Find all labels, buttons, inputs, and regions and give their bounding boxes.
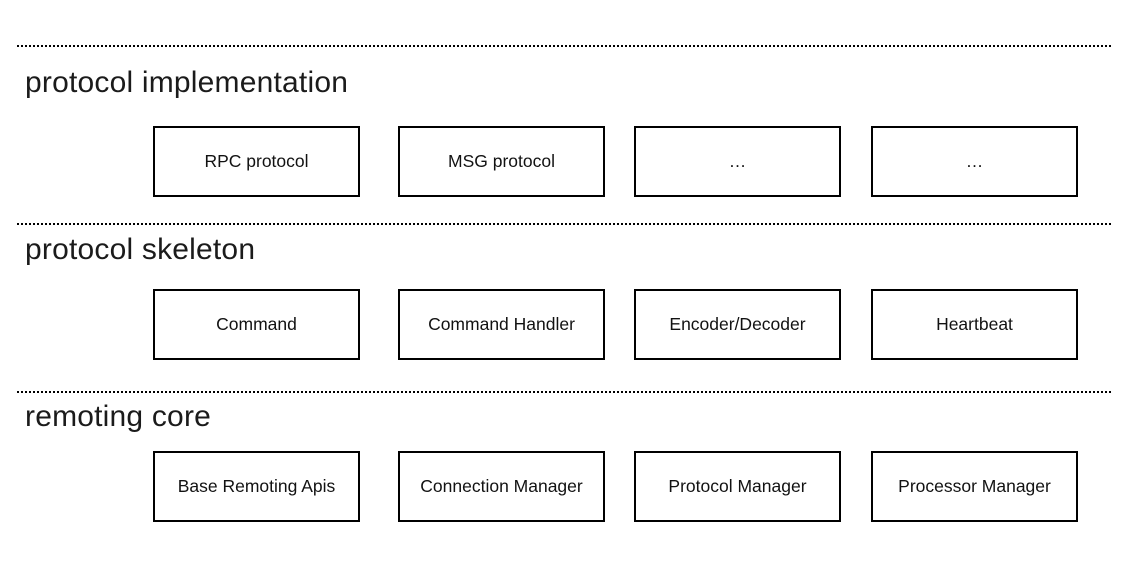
box-label: MSG protocol [448,151,555,171]
box-connection-manager: Connection Manager [398,451,605,522]
box-label: Encoder/Decoder [669,314,806,334]
box-command-handler: Command Handler [398,289,605,360]
layer-title-protocol-skeleton: protocol skeleton [25,233,256,266]
box-label: Command Handler [428,314,575,334]
box-heartbeat: Heartbeat [871,289,1078,360]
box-rpc-protocol: RPC protocol [153,126,360,197]
layer-title-remoting-core: remoting core [25,400,212,433]
box-encoder-decoder: Encoder/Decoder [634,289,841,360]
box-label: Base Remoting Apis [177,476,336,496]
layer-title-protocol-implementation: protocol implementation [25,66,349,99]
box-label: Command [216,314,297,334]
box-label: Heartbeat [936,314,1013,334]
layer-divider-middle [17,223,1113,225]
layer-divider-bottom [17,391,1113,393]
box-ellipsis-1: … [634,126,841,197]
box-command: Command [153,289,360,360]
box-label: Connection Manager [420,476,583,496]
box-label: RPC protocol [204,151,309,171]
layer-divider-top [17,45,1113,47]
box-label: Processor Manager [898,476,1051,496]
box-label: … [965,151,984,171]
box-msg-protocol: MSG protocol [398,126,605,197]
box-base-remoting-apis: Base Remoting Apis [153,451,360,522]
box-ellipsis-2: … [871,126,1078,197]
box-label: Protocol Manager [668,476,807,496]
box-label: … [728,151,747,171]
box-processor-manager: Processor Manager [871,451,1078,522]
box-protocol-manager: Protocol Manager [634,451,841,522]
